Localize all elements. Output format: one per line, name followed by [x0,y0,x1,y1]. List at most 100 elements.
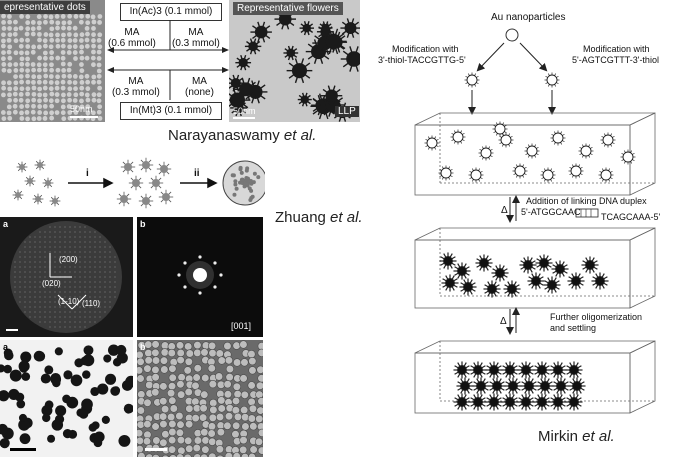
supraparticle-unit [235,187,239,191]
dot [43,104,48,109]
dot [85,93,90,98]
dot [91,62,96,67]
dna-strand [466,267,470,269]
beam-halo [186,261,214,289]
sem-sphere [178,373,186,381]
dot [49,26,54,31]
dna-strand [474,395,476,399]
lattice-point [64,326,66,328]
dna-strand [452,276,454,280]
sem-sphere [152,349,160,357]
lattice-point [44,231,46,233]
supraparticle-unit [243,182,247,186]
dna-strand [504,275,508,277]
dna-strand [563,390,565,394]
gold-core [474,366,483,375]
lattice-point [29,241,31,243]
dot [43,56,48,61]
dna-strand [458,374,460,378]
dna-strand [570,374,572,378]
lattice-point [64,241,66,243]
settled-lattice-box-3 [453,361,585,410]
dna-strand [464,374,466,378]
dna-strand [578,372,582,374]
lattice-point [99,286,101,288]
dot [43,80,48,85]
gold-core [458,267,467,276]
sem-sphere [248,415,256,423]
lattice-point [79,281,81,283]
lattice-point [94,291,96,293]
dot [19,98,24,103]
sem-sphere [169,420,177,428]
dot [49,98,54,103]
dna-strand [530,398,534,400]
dot [79,20,84,25]
lattice-point [24,261,26,263]
sem-sphere [248,382,256,390]
sem-sphere [169,365,177,373]
zhuang-supercrystal [0,217,133,337]
lattice-point [114,281,116,283]
lattice-point [59,311,61,313]
lattice-point [34,311,36,313]
aggregated-dna-particle [439,252,456,269]
dark-particle [21,372,30,381]
sem-sphere [233,342,241,350]
panel-a-scale-bar [6,329,18,331]
dna-strand [538,388,542,390]
dna-strand [496,374,498,378]
dna-strand [514,404,518,406]
sem-sphere [168,349,176,357]
dna-strand [444,265,446,269]
dna-strand [499,390,501,394]
nanoparticle [43,178,54,189]
lattice-point [29,236,31,238]
lattice-point [64,306,66,308]
lattice-point [69,226,71,228]
lattice-dna-particle [536,377,553,394]
lattice-dna-particle [456,377,473,394]
gold-core [538,398,547,407]
dot [97,104,102,109]
supraparticle-unit [241,178,245,182]
sem-sphere [137,351,143,359]
dna-strand [562,273,564,277]
lattice-point [14,291,16,293]
dna-strand [586,258,588,262]
dispersed-dna-particle [439,166,454,181]
lattice-point [114,276,116,278]
lattice-point [34,291,36,293]
sem-sphere [143,438,151,446]
dna-strand [521,261,525,263]
dot [73,50,78,55]
lattice-point [44,301,46,303]
dna-strand [567,372,571,374]
zhuang-caption-name: Zhuang [275,209,326,226]
dna-strand [541,379,543,383]
dna-strand [528,395,530,399]
dot [97,92,102,97]
dna-strand [458,406,460,410]
sem-sphere [185,358,193,366]
sem-sphere [200,454,208,457]
dna-strand [506,406,508,410]
dna-strand [548,259,552,261]
gold-core [623,152,633,162]
lattice-point [34,241,36,243]
sem-sphere [255,415,263,423]
dot [1,50,6,55]
gold-core [458,398,467,407]
lattice-point [39,281,41,283]
dna-strand [515,379,517,383]
lattice-point [89,256,91,258]
core [162,193,170,201]
dot [25,26,30,31]
gold-core [446,279,455,288]
lattice-point [79,271,81,273]
core [45,180,51,186]
dark-particle [20,433,31,444]
dna-strand [514,398,518,400]
dot [67,38,72,43]
lattice-point [109,251,111,253]
